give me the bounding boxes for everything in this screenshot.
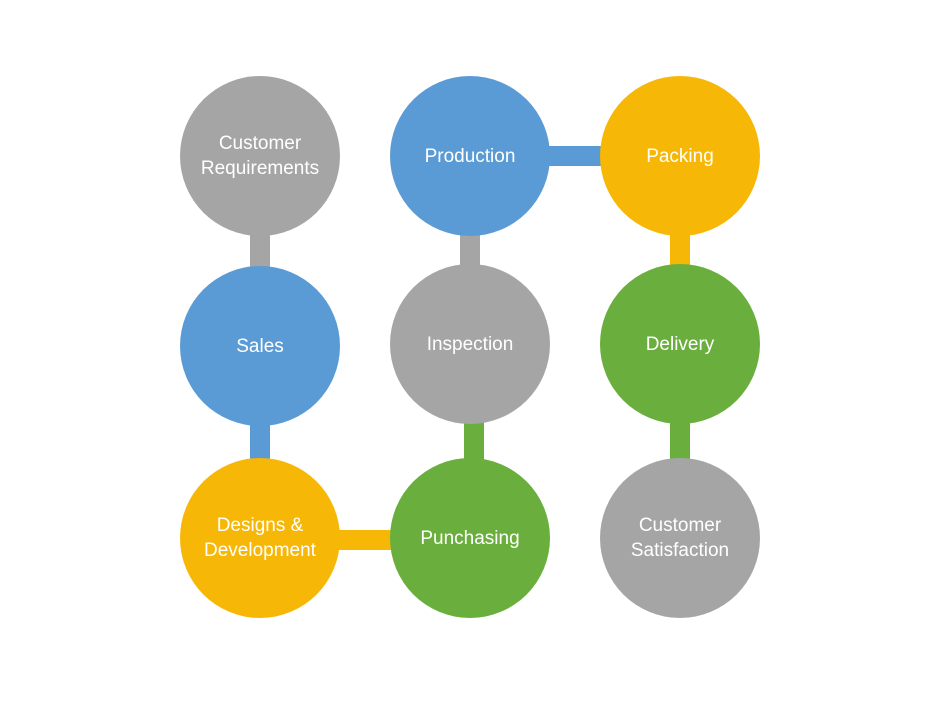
node-label: Inspection: [426, 333, 514, 355]
node-label: Customer Requirements: [200, 133, 320, 179]
node-label: Production: [424, 145, 516, 167]
connector-sales-to-designs-development: [250, 418, 270, 470]
node-inspection: Inspection: [390, 264, 550, 424]
node-designs-development: Designs & Development: [180, 458, 340, 618]
connector-designs-development-to-purchasing: [330, 530, 400, 550]
node-sales: Sales: [180, 266, 340, 426]
node-label: Punchasing: [420, 527, 520, 549]
connector-purchasing-to-inspection: [464, 416, 484, 468]
node-production: Production: [390, 76, 550, 236]
node-label: Packing: [646, 145, 714, 167]
connector-packing-to-delivery: [670, 226, 690, 272]
node-packing: Packing: [600, 76, 760, 236]
node-delivery: Delivery: [600, 264, 760, 424]
connector-production-to-packing: [540, 146, 610, 166]
node-label: Customer Satisfaction: [630, 515, 730, 561]
connector-inspection-to-production: [460, 226, 480, 272]
node-label: Delivery: [645, 333, 715, 355]
node-label: Sales: [236, 335, 284, 357]
node-customer-satisfaction: Customer Satisfaction: [600, 458, 760, 618]
node-customer-requirements: Customer Requirements: [180, 76, 340, 236]
node-label: Designs & Development: [204, 515, 316, 561]
connector-customer-requirements-to-sales: [250, 228, 270, 274]
node-purchasing: Punchasing: [390, 458, 550, 618]
connector-delivery-to-customer-satisfaction: [670, 416, 690, 468]
